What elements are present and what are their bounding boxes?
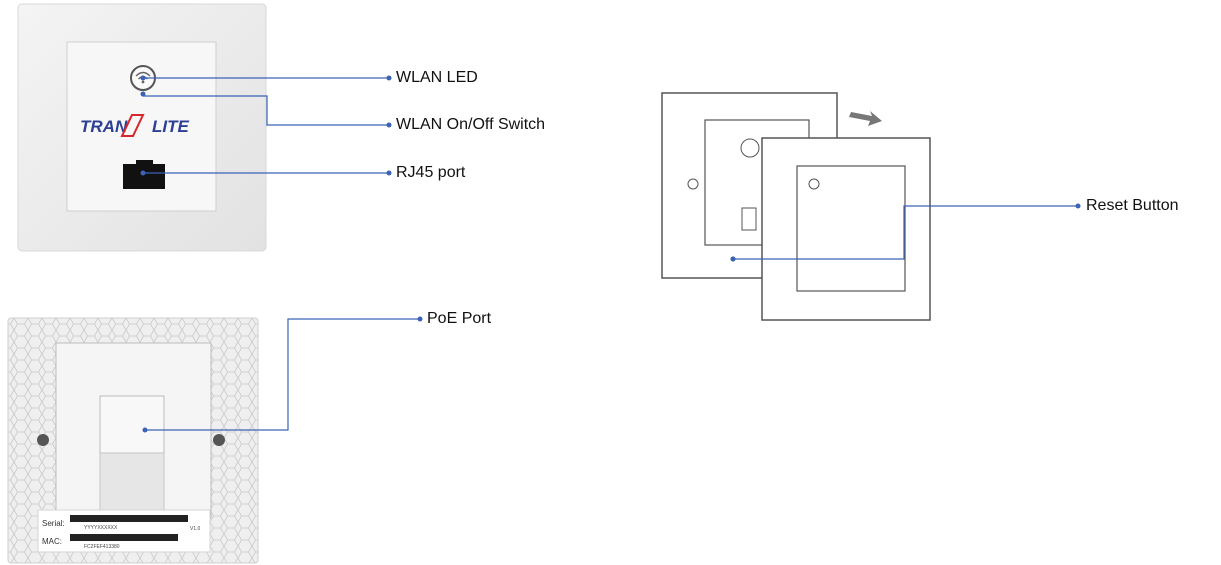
leader-reset <box>733 205 1078 260</box>
label-reset-button: Reset Button <box>1086 197 1179 214</box>
mac-label: MAC: <box>42 537 62 546</box>
leader-poe <box>145 318 420 431</box>
serial-label: Serial: <box>42 519 65 528</box>
back-panel <box>7 317 259 564</box>
label-rj45-port: RJ45 port <box>396 164 466 181</box>
logo-text-left: TRAN <box>80 117 128 136</box>
slide-arrow-icon <box>849 111 882 126</box>
mac-sticker: Serial: YYYYXXXXXX V1.0 MAC: FC2FEF41338… <box>37 509 211 553</box>
version-label: V1.0 <box>190 526 201 532</box>
label-wlan-led: WLAN LED <box>396 69 478 86</box>
front-panel <box>17 3 267 252</box>
label-wlan-switch: WLAN On/Off Switch <box>396 116 546 133</box>
front-cover-plate <box>761 137 931 321</box>
wlan-led-icon <box>130 65 156 91</box>
serial-value: YYYYXXXXXX <box>84 525 118 531</box>
callout-lines <box>142 77 1078 431</box>
callout-dots <box>140 75 1081 433</box>
mac-value: FC2FEF413380 <box>84 544 120 550</box>
logo-text-right: LITE <box>152 117 189 136</box>
label-poe-port: PoE Port <box>427 310 492 327</box>
brand-logo: TRAN LITE <box>80 114 189 137</box>
